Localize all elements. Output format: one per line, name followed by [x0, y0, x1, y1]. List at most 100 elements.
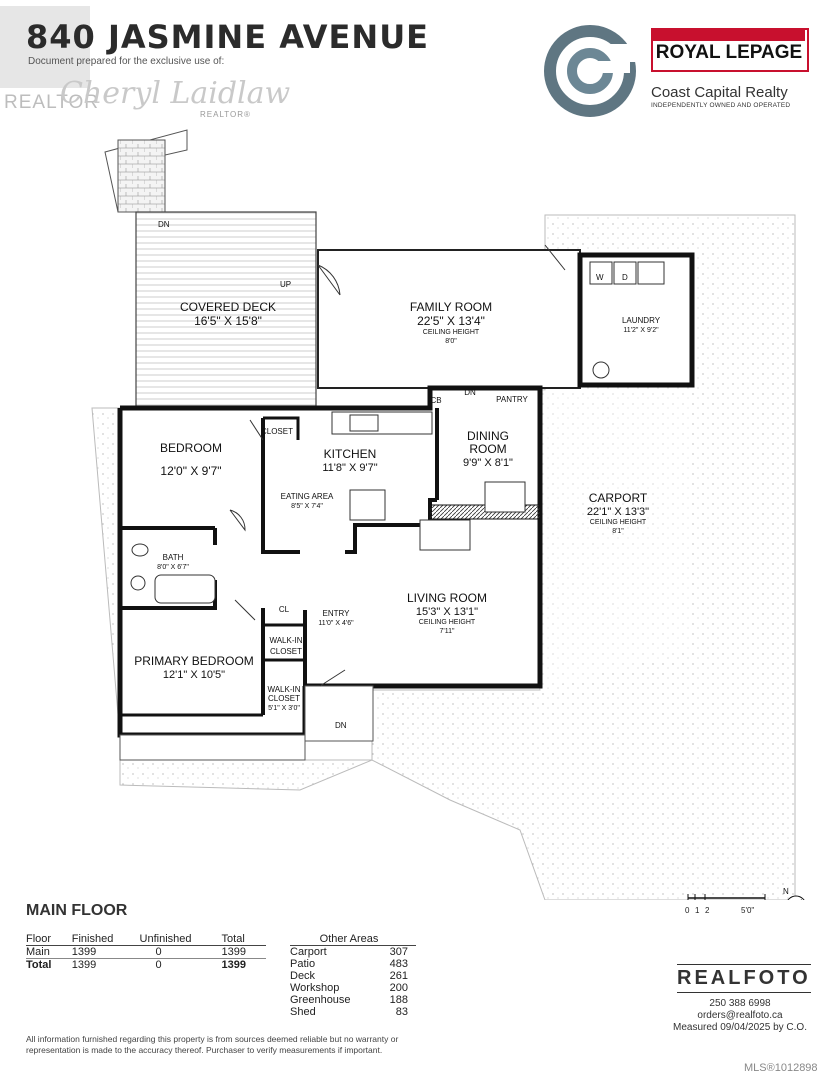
cell: Workshop — [290, 982, 340, 994]
floor-title: MAIN FLOOR — [26, 902, 128, 919]
table-row: Patio 483 — [290, 958, 416, 970]
cell: Carport — [290, 946, 327, 958]
cell: 0 — [155, 959, 162, 971]
carport-label: CARPORT — [589, 491, 648, 505]
living-room-ceiling: CEILING HEIGHT — [419, 619, 476, 626]
table-row: Greenhouse 188 — [290, 994, 416, 1006]
floor-plan: DN UP COVERED DECK 16'5" X 15'8" FAMILY … — [91, 129, 805, 900]
dining-dn-label: DN — [464, 388, 476, 397]
primary-bedroom-label: PRIMARY BEDROOM — [134, 654, 254, 668]
carport-ceiling: CEILING HEIGHT — [590, 519, 647, 526]
photographer-logo: REALFOTO — [677, 964, 811, 993]
laundry-label: LAUNDRY — [622, 316, 661, 325]
family-room-dims: 22'5" X 13'4" — [417, 314, 485, 328]
cell: 307 — [389, 946, 408, 958]
house-exterior-wall — [120, 385, 543, 689]
covered-deck — [135, 211, 317, 409]
bedroom-label: BEDROOM — [160, 441, 222, 455]
washer-label: W — [596, 273, 604, 282]
walkin-closet-2-dims: 5'1" X 3'0" — [268, 705, 300, 712]
photographer-phone: 250 388 6998 — [709, 998, 771, 1009]
entry-dims: 11'0" X 4'6" — [318, 620, 354, 627]
eating-area-label: EATING AREA — [281, 492, 334, 501]
table-row: Workshop 200 — [290, 982, 416, 994]
mls-number: MLS®1012898 — [744, 1062, 818, 1074]
stairs — [117, 139, 166, 213]
measured-note: Measured 09/04/2025 by C.O. — [673, 1022, 807, 1033]
cl-label: CL — [279, 605, 290, 614]
cell: Deck — [290, 970, 316, 982]
cell: 200 — [389, 982, 408, 994]
cell: 1399 — [71, 959, 97, 971]
dining-label-1: DINING — [467, 429, 509, 443]
family-room-ceiling-val: 8'0" — [445, 338, 457, 345]
brokerage-brand-bar — [653, 30, 805, 41]
cell: 1399 — [221, 945, 266, 959]
cell: 0 — [139, 945, 222, 959]
cell: 483 — [389, 958, 408, 970]
other-areas-header: Other Areas — [290, 933, 416, 946]
cell: 1399 — [221, 959, 247, 971]
walkin-closet-1-line2: CLOSET — [270, 647, 302, 656]
brokerage-c-logo-icon — [544, 25, 636, 117]
kitchen-label: KITCHEN — [324, 447, 377, 461]
col-floor: Floor — [26, 933, 72, 946]
dining-label-2: ROOM — [469, 442, 506, 456]
dryer-label: D — [622, 273, 628, 282]
realtor-watermark: REALTOR — [4, 92, 99, 113]
north-label: N — [783, 887, 789, 896]
bath-label: BATH — [163, 553, 184, 562]
property-address: 840 JASMINE AVENUE — [26, 18, 430, 56]
cell: Greenhouse — [290, 994, 351, 1006]
cell: 188 — [389, 994, 408, 1006]
agent-role: REALTOR® — [200, 110, 251, 119]
living-room-label: LIVING ROOM — [407, 591, 487, 605]
family-room-ceiling: CEILING HEIGHT — [423, 329, 480, 336]
carport-dims: 22'1" X 13'3" — [587, 506, 649, 518]
closet-label: CLOSET — [261, 427, 293, 436]
living-room-dims: 15'3" X 13'1" — [416, 606, 478, 618]
brokerage-name: ROYAL LEPAGE — [655, 42, 803, 63]
kitchen-dims: 11'8" X 9'7" — [322, 462, 377, 474]
brokerage-brand-frame — [651, 28, 809, 72]
table-row: Carport 307 — [290, 946, 416, 958]
covered-deck-dims: 16'5" X 15'8" — [194, 314, 262, 328]
photographer-email[interactable]: orders@realfoto.ca — [697, 1010, 783, 1021]
cell: Total — [26, 959, 52, 971]
brokerage-office: Coast Capital Realty — [651, 84, 788, 101]
family-room — [317, 249, 581, 389]
scale-tick-2: 2 — [705, 906, 710, 915]
laundry-dims: 11'2" X 9'2" — [623, 327, 659, 334]
porch-dn-label: DN — [335, 721, 347, 730]
scale-tick-1: 1 — [695, 906, 700, 915]
walkin-closet-2-line2: CLOSET — [268, 694, 300, 703]
cell: 83 — [395, 1006, 408, 1018]
bedroom-dims: 12'0" X 9'7" — [160, 464, 221, 478]
deck-up-label: UP — [280, 280, 291, 289]
table-row: Total 1399 0 1399 — [26, 959, 266, 971]
prepared-for-text: Document prepared for the exclusive use … — [28, 56, 225, 67]
bath-dims: 8'0" X 6'7" — [157, 564, 189, 571]
carport-ceiling-val: 8'1" — [612, 528, 624, 535]
realtor-logo-mark — [0, 6, 90, 88]
family-room-label: FAMILY ROOM — [410, 300, 492, 314]
eating-area-dims: 8'5" X 7'4" — [291, 503, 323, 510]
pantry-label: PANTRY — [496, 395, 528, 404]
deck-dn-label: DN — [158, 220, 170, 229]
table-row: Deck 261 — [290, 970, 416, 982]
col-total: Total — [221, 933, 266, 946]
col-finished: Finished — [71, 933, 140, 946]
covered-deck-label: COVERED DECK — [180, 300, 276, 314]
scale-tick-0: 0 — [685, 906, 690, 915]
cb-label: CB — [430, 396, 441, 405]
dining-dims: 9'9" X 8'1" — [463, 457, 513, 469]
agent-signature: Cheryl Laidlaw — [60, 76, 291, 111]
cell: 261 — [389, 970, 408, 982]
primary-bedroom-dims: 12'1" X 10'5" — [163, 669, 225, 681]
walkin-closet-1-line1: WALK-IN — [269, 636, 302, 645]
scale-tick-5: 5'0" — [741, 906, 755, 915]
cell: Main — [26, 945, 72, 959]
cell: Patio — [290, 958, 316, 970]
